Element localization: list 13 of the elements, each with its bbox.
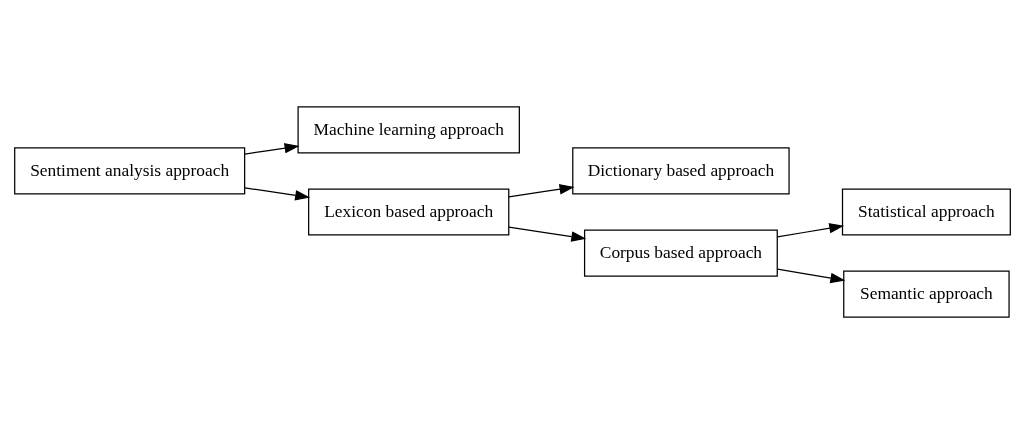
arrow xyxy=(776,268,846,283)
arrow xyxy=(776,222,845,238)
node-box: Sentiment analysis approach xyxy=(14,146,246,195)
node-box: Semantic approach xyxy=(843,269,1010,318)
arrow xyxy=(508,183,575,198)
node-box: Lexicon based approach xyxy=(308,187,510,236)
arrow xyxy=(244,186,311,201)
node-box: Statistical approach xyxy=(841,187,1011,236)
node-box: Corpus based approach xyxy=(583,228,778,277)
arrow xyxy=(508,225,587,242)
arrow xyxy=(244,142,300,155)
node-box: Dictionary based approach xyxy=(572,146,790,195)
node-box: Machine learning approach xyxy=(297,105,520,154)
